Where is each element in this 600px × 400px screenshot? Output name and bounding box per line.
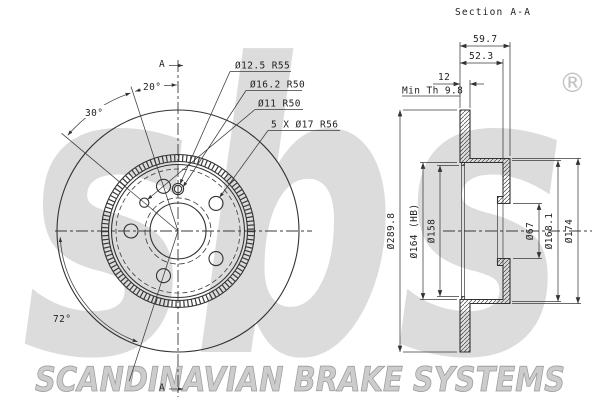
left-diameter-dimensions: Ø289.8 Ø164 (HB) Ø158 [386,109,459,353]
center-bore-circle [149,202,207,260]
drum-ring-inner [107,160,249,302]
bore-chamfer-circle [144,197,212,265]
registered-trademark-icon: ® [559,68,586,99]
angle-label-72: 72° [53,314,71,325]
serrated-ring [101,154,255,308]
radial-line-252 [128,230,179,382]
disc-outer-circle [56,109,300,353]
dim-min-thickness: Min Th 9.8 [402,86,463,97]
drum-lip-upper [461,162,465,166]
label-mask [82,105,107,118]
radial-line-140 [61,133,179,232]
angle-label-20: 20° [143,82,161,93]
angle-arc-72 [58,237,138,343]
hole-callouts: Ø12.5 R55 Ø16.2 R50 Ø11 R50 5 X Ø17 R56 [147,61,340,200]
front-view: 20° 30° 72° Ø12.5 R55 Ø16.2 R50 Ø11 R50 … [53,59,340,397]
radial-line-108 [130,86,179,232]
dim-hat-outer-diameter: Ø168.1 [544,213,555,250]
dim-bore-diameter: Ø67 [525,222,536,240]
countersink-hole-inner [173,184,183,194]
bolt-hole [208,251,224,267]
countersink-hole-outer [171,182,185,196]
axial-dimensions: 59.7 52.3 12 Min Th 9.8 [402,34,511,160]
section-view-title: Section A-A [455,7,531,18]
angle-label-30: 30° [85,108,103,119]
dim-drum-diameter: Ø164 (HB) [409,203,420,258]
right-diameter-dimensions: Ø67 Ø168.1 Ø174 [512,158,581,304]
small-hole [139,197,150,208]
hidden-circle [115,168,241,294]
callout-countersink-hole: Ø12.5 R55 [235,61,290,72]
dim-outer-diameter: Ø289.8 [386,213,397,250]
section-marker-top: A [159,59,165,70]
drum-lip-circle [110,163,246,299]
dim-thickness: 12 [438,72,450,83]
dim-overall-depth: 59.7 [473,34,497,45]
callout-bolt-holes: 5 X Ø17 R56 [271,120,338,131]
callout-counterbore-hole: Ø16.2 R50 [250,80,305,91]
section-view: Section A-A 59.7 52.3 [386,7,592,353]
dim-flange-diameter: Ø174 [564,219,575,243]
label-mask [141,79,164,92]
callout-small-hole: Ø11 R50 [258,99,301,110]
dim-hat-depth: 52.3 [469,51,493,62]
dim-drum-lip-diameter: Ø158 [427,219,438,243]
bolt-hole [208,195,224,211]
section-marker-bottom: A [159,383,165,394]
bolt-hole [155,268,172,284]
bolt-hole [155,178,172,194]
brand-footer-text: SCANDINAVIAN BRAKE SYSTEMS [35,360,565,400]
drum-lip-lower [461,296,465,300]
